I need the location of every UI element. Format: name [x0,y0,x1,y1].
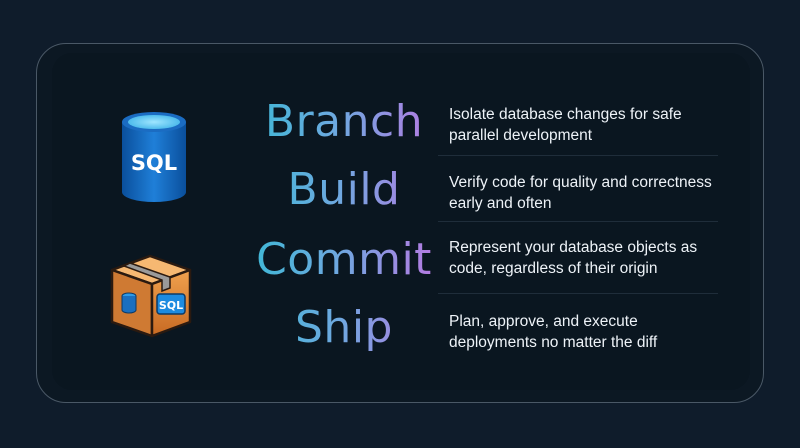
row-divider [438,155,718,156]
step-row-branch: Isolate database changes for safe parall… [449,104,721,146]
step-description-ship: Plan, approve, and execute deployments n… [449,313,658,351]
row-divider [438,221,718,222]
step-row-build: Verify code for quality and correctness … [449,172,721,214]
sql-database-icon: SQL [122,112,186,202]
sql-package-icon: SQL [110,254,192,338]
step-description-branch: Isolate database changes for safe parall… [449,106,682,144]
step-description-build: Verify code for quality and correctness … [449,174,712,212]
step-verb-build: Build [229,165,459,215]
step-verb-ship: Ship [229,303,459,353]
step-row-ship: Plan, approve, and execute deployments n… [449,311,721,353]
step-description-commit: Represent your database objects as code,… [449,239,698,277]
step-verb-branch: Branch [229,97,459,147]
sql-database-label: SQL [131,151,177,175]
step-verb-commit: Commit [229,235,459,285]
sql-package-label: SQL [159,299,183,312]
row-divider [438,293,718,294]
step-row-commit: Represent your database objects as code,… [449,237,721,279]
